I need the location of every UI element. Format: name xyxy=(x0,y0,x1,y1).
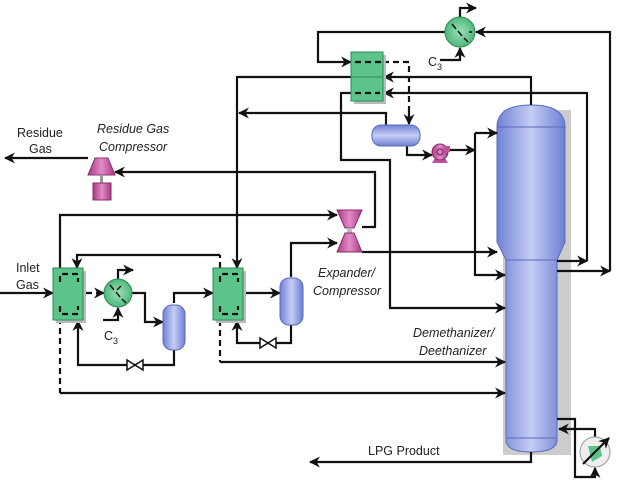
inlet-gas-exchanger xyxy=(52,267,86,323)
reflux-pump xyxy=(431,143,450,163)
cold-separator-2 xyxy=(279,277,304,326)
demethanizer-column xyxy=(496,104,571,455)
propane-chiller xyxy=(103,278,133,308)
c3-label: C3 xyxy=(428,55,442,72)
cold-separator-1 xyxy=(162,304,186,351)
process-lines xyxy=(0,2,612,479)
expander-label: Compressor xyxy=(313,284,382,298)
reboiler xyxy=(579,436,611,468)
inlet-gas-label: Inlet xyxy=(16,261,40,275)
expander-label: Expander/ xyxy=(318,266,377,280)
residue-gas-label: Residue xyxy=(17,126,63,140)
overhead-exchanger xyxy=(350,51,386,104)
reflux-drum xyxy=(371,124,421,147)
expander-compressor xyxy=(336,209,363,253)
lpg-product-label: LPG Product xyxy=(368,444,440,458)
valve xyxy=(259,336,277,350)
inlet-gas-label: Gas xyxy=(16,278,39,292)
residue-gas-label: Gas xyxy=(29,142,52,156)
c3-label: C3 xyxy=(104,329,118,346)
residue-gas-compressor xyxy=(87,157,116,201)
compressor-label: Residue Gas xyxy=(97,122,169,136)
column-label: Demethanizer/ xyxy=(413,326,496,340)
gas-gas-exchanger xyxy=(212,267,246,323)
valve xyxy=(126,358,144,372)
column-label: Deethanizer xyxy=(419,344,487,358)
compressor-label: Compressor xyxy=(99,140,168,154)
overhead-chiller xyxy=(444,16,476,48)
